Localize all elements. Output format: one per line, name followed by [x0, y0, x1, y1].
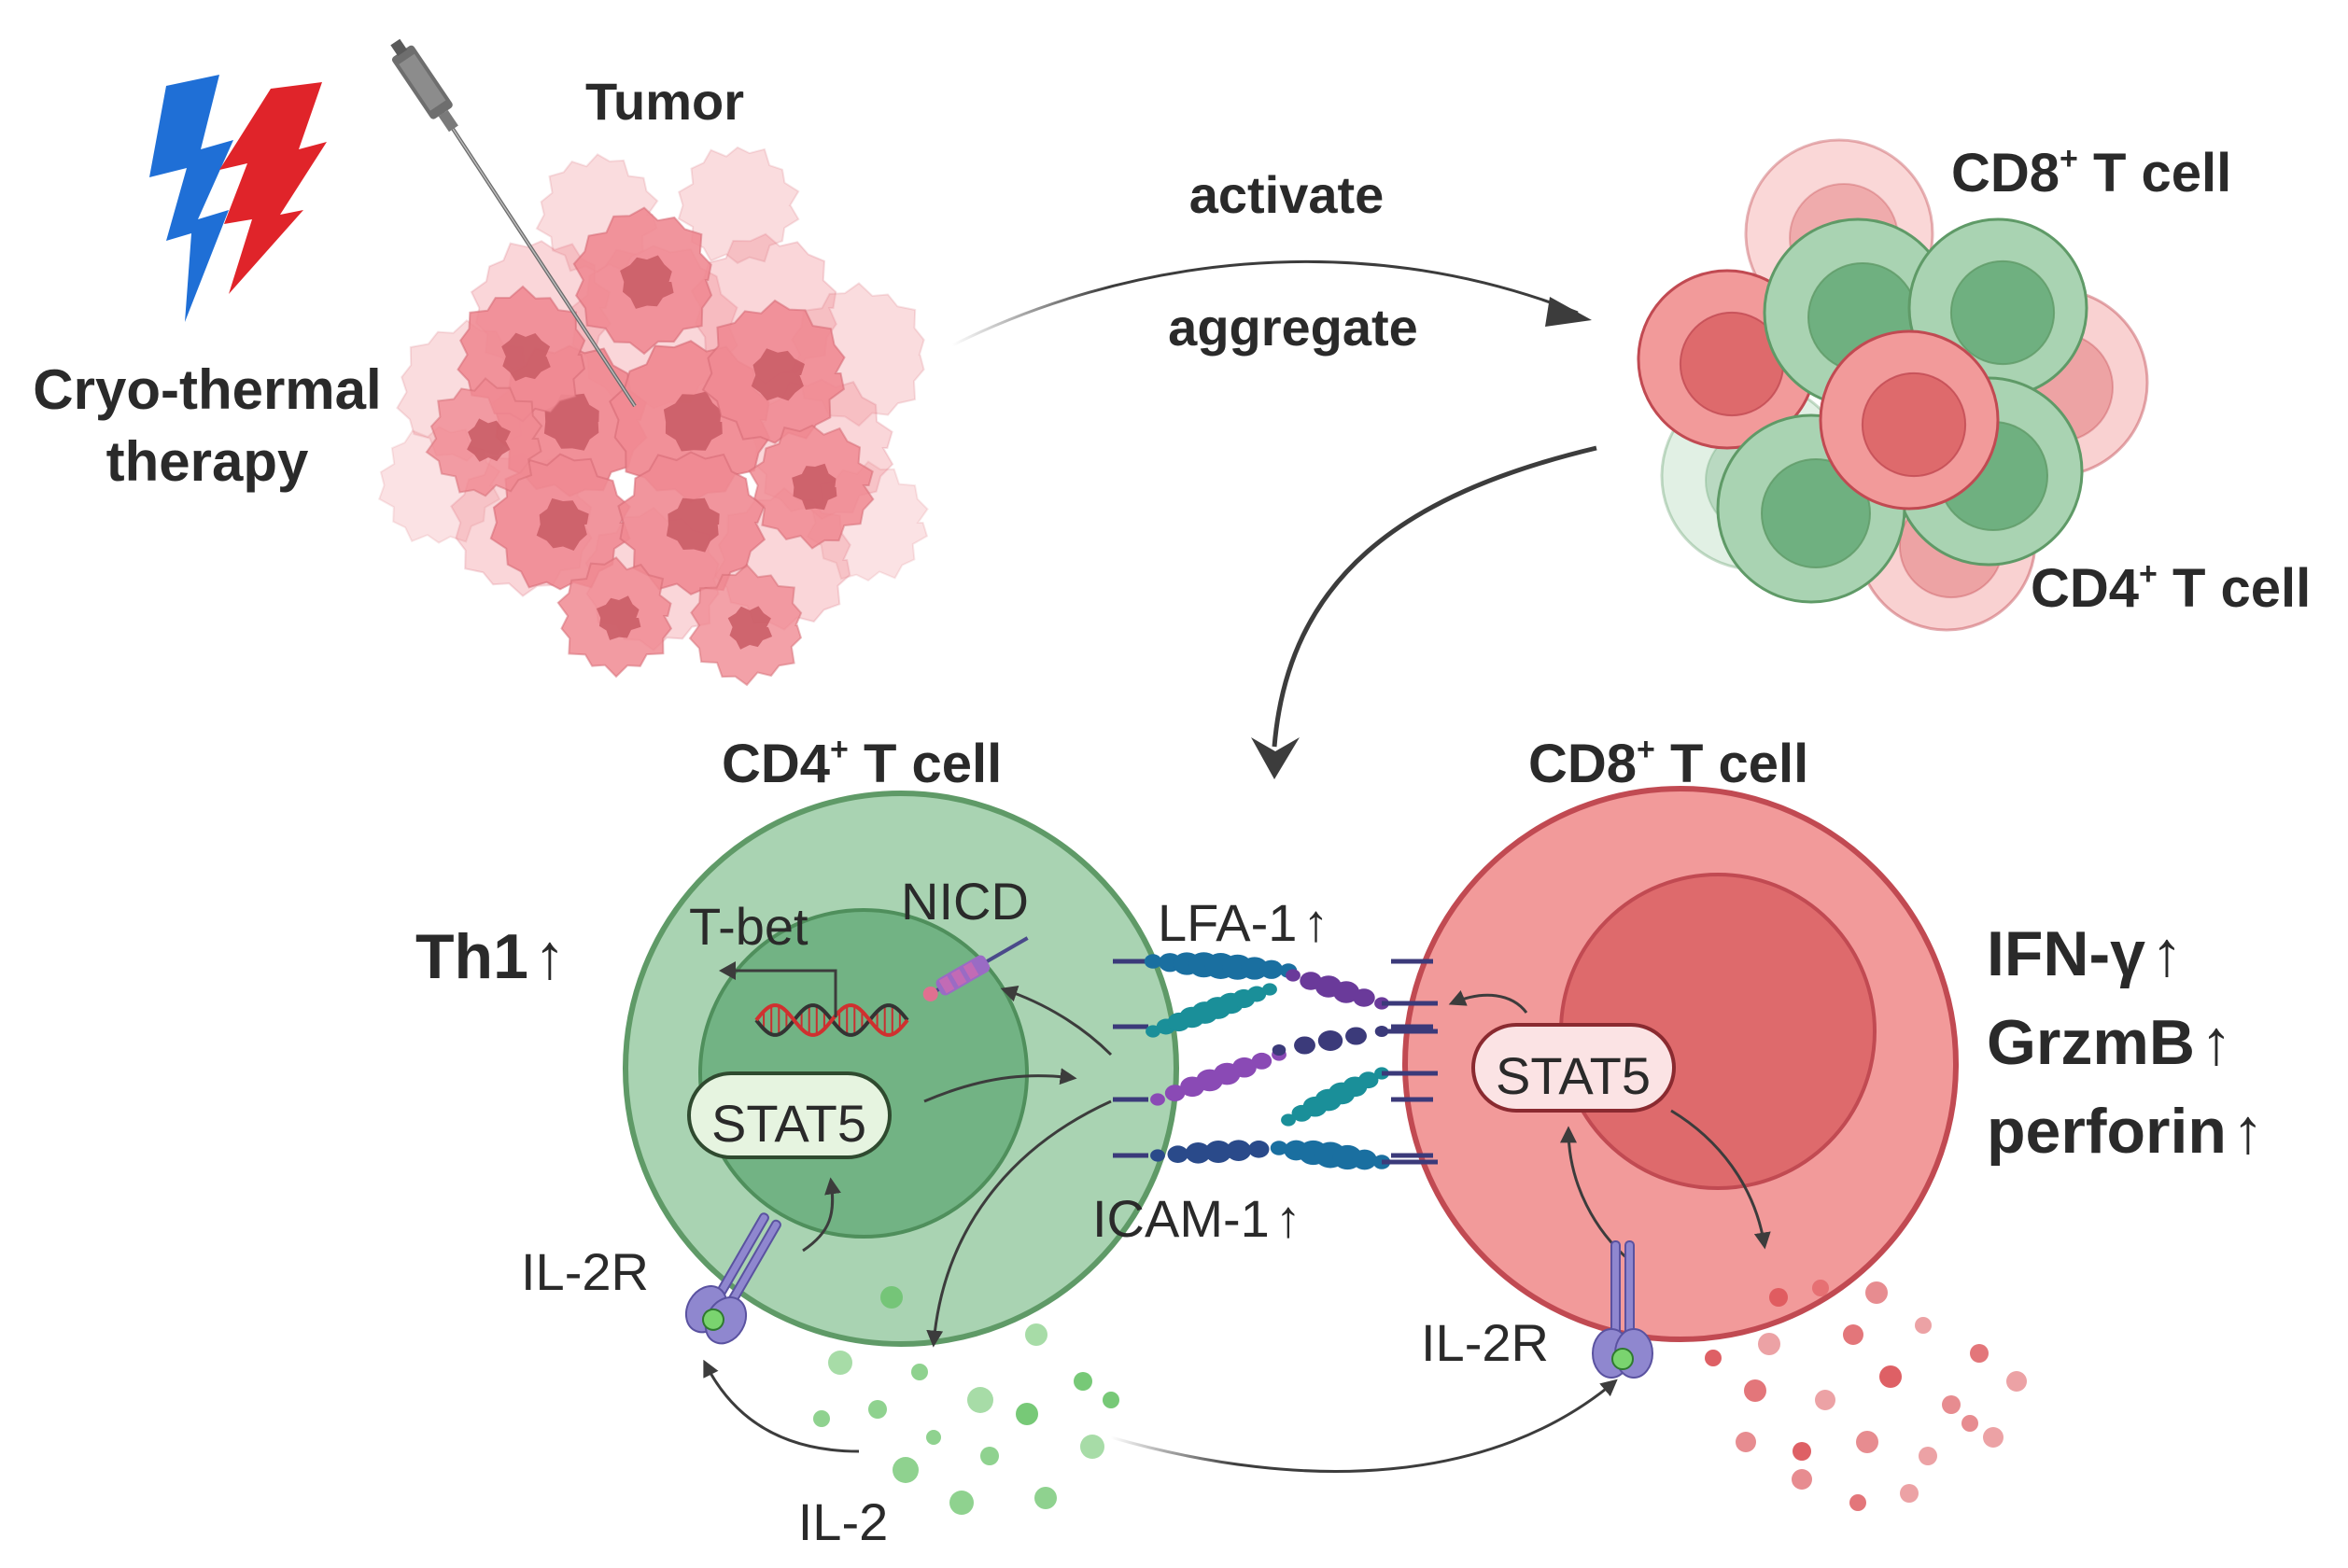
lightning-bolt-blue-icon: [149, 75, 233, 322]
stat5-cd8-label: STAT5: [1496, 1046, 1651, 1105]
aggregate-arrow: [1272, 445, 1597, 748]
svg-text:perforin↑: perforin↑: [1987, 1096, 2264, 1167]
svg-text:CD4+ T cell: CD4+ T cell: [722, 732, 1002, 794]
svg-text:LFA-1↑: LFA-1↑: [1158, 893, 1329, 952]
tbet-transcription-arrow: [719, 961, 837, 1017]
cd4-cell-title: CD4+ T cell: [722, 732, 1002, 794]
cd8-cell-title: CD8+ T cell: [1528, 732, 1808, 794]
grzmb-up-label: GrzmB↑: [1987, 1007, 2232, 1078]
lfa1-up-label: LFA-1↑: [1158, 893, 1329, 952]
nicd-label: NICD: [901, 872, 1029, 931]
t-cell-aggregate: [1637, 138, 2149, 632]
il2-label: IL-2: [798, 1492, 889, 1551]
tumor-cluster: [377, 146, 929, 687]
ifng-up-label: IFN-γ↑: [1987, 918, 2183, 989]
cluster-cd8-label: CD8+ T cell: [1951, 141, 2231, 203]
svg-text:Th1↑: Th1↑: [415, 921, 566, 992]
tumor-label: Tumor: [585, 72, 744, 131]
svg-text:IFN-γ↑: IFN-γ↑: [1987, 918, 2183, 989]
cluster-cd4-label: CD4+ T cell: [2031, 556, 2311, 619]
il2r-left-label: IL-2R: [521, 1242, 649, 1301]
notch-receptor-icon: [922, 936, 1029, 1001]
svg-text:CD8+ T cell: CD8+ T cell: [1951, 141, 2231, 203]
aggregate-label: aggregate: [1168, 298, 1418, 357]
svg-text:GrzmB↑: GrzmB↑: [1987, 1007, 2232, 1078]
cryo-needle-icon: [390, 38, 637, 408]
therapy-label-line2: therapy: [106, 430, 309, 493]
il2r-right-label: IL-2R: [1421, 1313, 1549, 1372]
effector-cytokine-dots: [1705, 1280, 2027, 1511]
svg-text:CD8+ T cell: CD8+ T cell: [1528, 732, 1808, 794]
stat5-cd8-badge: [1471, 1023, 1676, 1113]
activate-arrow: [951, 259, 1579, 347]
activate-label: activate: [1189, 165, 1385, 224]
perforin-up-label: perforin↑: [1987, 1096, 2264, 1167]
il2-receptor-right-icon: [1592, 1240, 1653, 1379]
lightning-bolt-red-icon: [219, 82, 327, 294]
lfa1-icam1-bridges: [1113, 952, 1438, 1170]
stat5-cd4-label: STAT5: [711, 1094, 866, 1153]
il2-receptor-left-icon: [684, 1212, 781, 1345]
tbet-label: T-bet: [689, 897, 808, 956]
svg-text:ICAM-1↑: ICAM-1↑: [1092, 1189, 1301, 1248]
icam1-up-label: ICAM-1↑: [1092, 1189, 1301, 1248]
svg-text:CD4+ T cell: CD4+ T cell: [2031, 556, 2311, 619]
il2-cytokine-dots: [813, 1286, 1119, 1515]
therapy-label-line1: Cryo-thermal: [33, 358, 381, 421]
stat5-cd4-badge: [687, 1071, 892, 1159]
th1-up-label: Th1↑: [415, 921, 566, 992]
dna-helix-icon: [754, 1003, 909, 1037]
